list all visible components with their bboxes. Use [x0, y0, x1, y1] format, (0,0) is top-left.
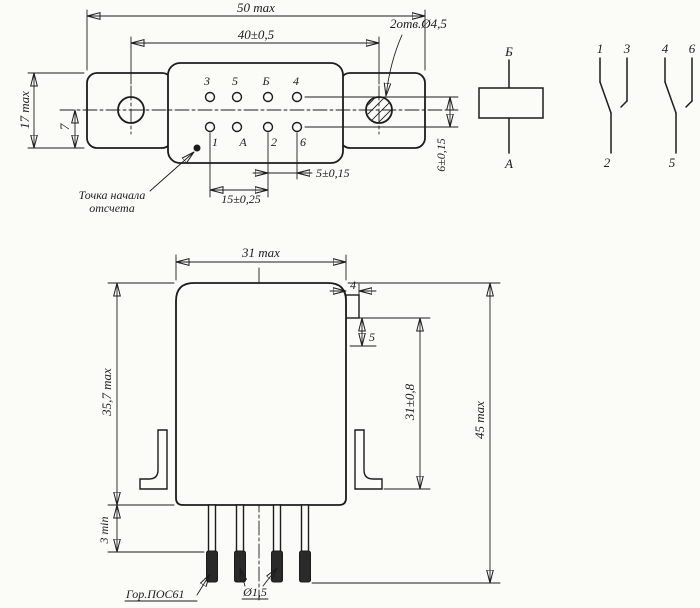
- dim-pin-row-spacing: 6±0,15: [434, 138, 448, 172]
- pins-front-view: [206, 504, 311, 583]
- schematic: Б A 1 3 2 4 6 5: [478, 41, 696, 171]
- coil-terminal-bottom-label: A: [504, 156, 513, 171]
- top-view-dimensions: 50 max 40±0,5 17 max 7 6±0,15: [17, 0, 459, 215]
- contact-terminal-label: 6: [689, 41, 696, 56]
- pin-label: 2: [271, 135, 277, 149]
- dim-overall-height: 45 max: [472, 401, 487, 439]
- dim-overall-height: 17 max: [17, 91, 32, 129]
- right-mounting-bracket: [354, 429, 383, 490]
- top-view-outline: [86, 62, 426, 164]
- top-view-centerlines: [59, 85, 459, 135]
- dim-pin-diameter: Ø1,5: [242, 585, 267, 599]
- holes-callout: 2отв.Ø4,5: [390, 16, 447, 31]
- pin-label: 3: [203, 74, 210, 88]
- dim-mount-to-top: 31±0,8: [402, 383, 417, 421]
- contact-group-2: 4 6 5: [662, 41, 696, 170]
- dim-tab-width: 4: [350, 278, 356, 292]
- origin-note-line1: Точка начала: [79, 188, 146, 202]
- contact-terminal-label: 5: [669, 155, 676, 170]
- origin-note-line2: отсчета: [89, 201, 135, 215]
- side-tab: [345, 294, 360, 319]
- dim-tab-height: 5: [369, 330, 375, 344]
- pin-label: Б: [261, 74, 269, 88]
- pins-top-view: [193, 91, 303, 152]
- relay-body-front: [175, 282, 347, 506]
- pin-solder-coating: [299, 550, 311, 583]
- pin-solder-coating: [234, 550, 246, 583]
- coil-symbol: Б A: [478, 44, 544, 171]
- dim-pin-pitch-small: 5±0,15: [316, 166, 350, 180]
- pin-label: A: [238, 135, 247, 149]
- pin-label: 6: [300, 135, 306, 149]
- dim-pin-pitch-large: 15±0,25: [221, 192, 261, 206]
- relay-body-top: [167, 62, 344, 164]
- dim-overall-width: 50 max: [237, 0, 275, 15]
- pin-labels: 3 5 Б 4 1 A 2 6: [203, 74, 306, 149]
- pin-hole: [231, 91, 243, 103]
- pin-hole: [231, 121, 243, 133]
- pin-hole: [204, 91, 216, 103]
- pin-label: 1: [212, 135, 218, 149]
- pin-hole: [262, 121, 274, 133]
- contact-terminal-label: 1: [597, 41, 604, 56]
- top-view: 3 5 Б 4 1 A 2 6 50 max 40±0,5 17 max: [17, 0, 459, 215]
- dim-hole-spacing: 40±0,5: [238, 27, 275, 42]
- pin-solder-coating: [271, 550, 283, 583]
- pin-hole: [291, 121, 303, 133]
- dim-body-width: 31 max: [241, 245, 280, 260]
- contact-terminal-label: 4: [662, 41, 669, 56]
- left-mounting-bracket: [139, 429, 168, 490]
- coil-terminal-top-label: Б: [504, 44, 513, 59]
- front-view-outline: [139, 282, 383, 506]
- pin-hole: [204, 121, 216, 133]
- dim-body-height: 35,7 max: [99, 368, 114, 417]
- pin-label: 4: [293, 74, 299, 88]
- contact-terminal-label: 3: [623, 41, 631, 56]
- solder-note: Гор.ПОС61: [125, 587, 185, 601]
- origin-point-dot: [193, 144, 201, 152]
- pin-label: 5: [232, 74, 238, 88]
- pin-hole: [291, 91, 303, 103]
- dim-center-to-edge: 7: [57, 123, 72, 130]
- front-view-dimensions: 31 max 4 5 35,7 max 3 min 31±0,8: [97, 245, 501, 602]
- dim-solder-clearance: 3 min: [97, 517, 111, 545]
- coil-rectangle: [478, 87, 544, 119]
- front-view: 31 max 4 5 35,7 max 3 min 31±0,8: [97, 245, 501, 602]
- pin-hole: [262, 91, 274, 103]
- contact-terminal-label: 2: [604, 155, 611, 170]
- contact-group-1: 1 3 2: [597, 41, 631, 170]
